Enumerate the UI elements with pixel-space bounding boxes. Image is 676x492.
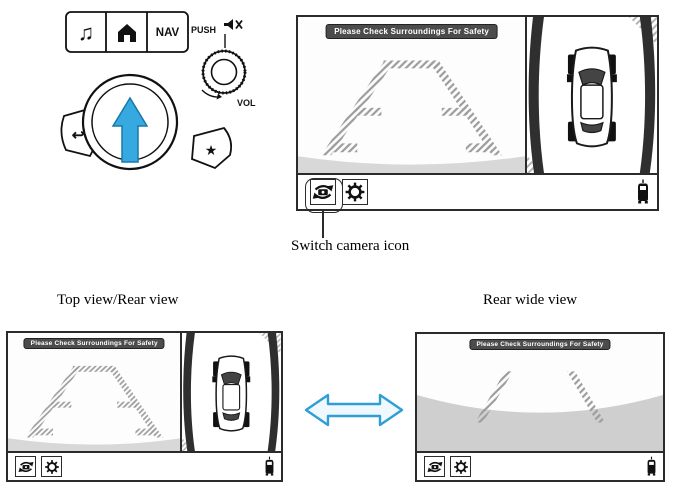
camera-toolbar <box>298 173 657 209</box>
switch-camera-icon <box>18 461 33 472</box>
switch-camera-button <box>310 179 336 205</box>
bumper-area <box>417 394 663 451</box>
label-top-rear-view: Top view/Rear view <box>57 292 179 308</box>
commander-control-illustration: ♫ NAV PUSH VOL ↩ ★ <box>60 11 256 171</box>
vehicle-icon <box>265 456 274 476</box>
swap-views-arrow <box>304 393 404 427</box>
switch-camera-icon <box>427 461 442 472</box>
vehicle-top-view <box>212 355 251 432</box>
vol-label: VOL <box>237 98 256 108</box>
rear-wide-camera-view: Please Check Surroundings For Safety <box>417 334 663 451</box>
nav-button-label: NAV <box>156 27 180 39</box>
settings-gear-icon <box>44 459 59 474</box>
settings-gear-icon <box>453 459 468 474</box>
safety-warning-banner: Please Check Surroundings For Safety <box>23 338 165 349</box>
favorites-button-shape <box>191 126 233 170</box>
settings-button <box>450 456 471 477</box>
vehicle-top-view <box>567 46 618 148</box>
switch-camera-button <box>15 456 36 477</box>
safety-warning-banner: Please Check Surroundings For Safety <box>469 339 611 350</box>
rear-camera-view-small: Please Check Surroundings For Safety <box>8 333 183 451</box>
camera-toolbar <box>417 451 663 480</box>
settings-button <box>342 179 368 205</box>
right-curb <box>640 17 656 173</box>
callout-line <box>322 211 324 238</box>
settings-gear-icon <box>345 182 365 202</box>
camera-display-rear-wide: Please Check Surroundings For Safety <box>415 332 665 482</box>
parking-guidelines <box>25 365 163 438</box>
vehicle-icon <box>647 456 656 476</box>
vehicle-icon <box>638 179 648 204</box>
mute-icon <box>224 19 243 30</box>
left-curb <box>528 17 545 173</box>
safety-warning-banner: Please Check Surroundings For Safety <box>325 24 498 39</box>
camera-display-top-rear: Please Check Surroundings For Safety <box>6 331 283 482</box>
switch-camera-button <box>424 456 445 477</box>
star-icon: ★ <box>205 142 218 158</box>
switch-camera-icon <box>312 185 334 199</box>
rear-camera-view: Please Check Surroundings For Safety <box>298 17 528 173</box>
camera-toolbar <box>8 451 281 480</box>
wide-guidelines <box>475 371 605 423</box>
settings-button <box>41 456 62 477</box>
home-icon <box>118 24 136 42</box>
bumper-area <box>298 156 526 173</box>
press-up-arrow <box>111 96 149 163</box>
camera-display-main: Please Check Surroundings For Safety <box>296 15 659 211</box>
push-label: PUSH <box>191 25 216 35</box>
back-icon: ↩ <box>72 127 85 144</box>
label-rear-wide-view: Rear wide view <box>483 292 578 308</box>
top-view-panel-small <box>182 333 281 451</box>
callout-ring <box>305 178 343 213</box>
switch-camera-caption: Switch camera icon <box>291 238 410 254</box>
music-note-icon: ♫ <box>78 20 95 45</box>
parking-guidelines <box>321 60 503 156</box>
top-view-panel <box>527 17 657 173</box>
